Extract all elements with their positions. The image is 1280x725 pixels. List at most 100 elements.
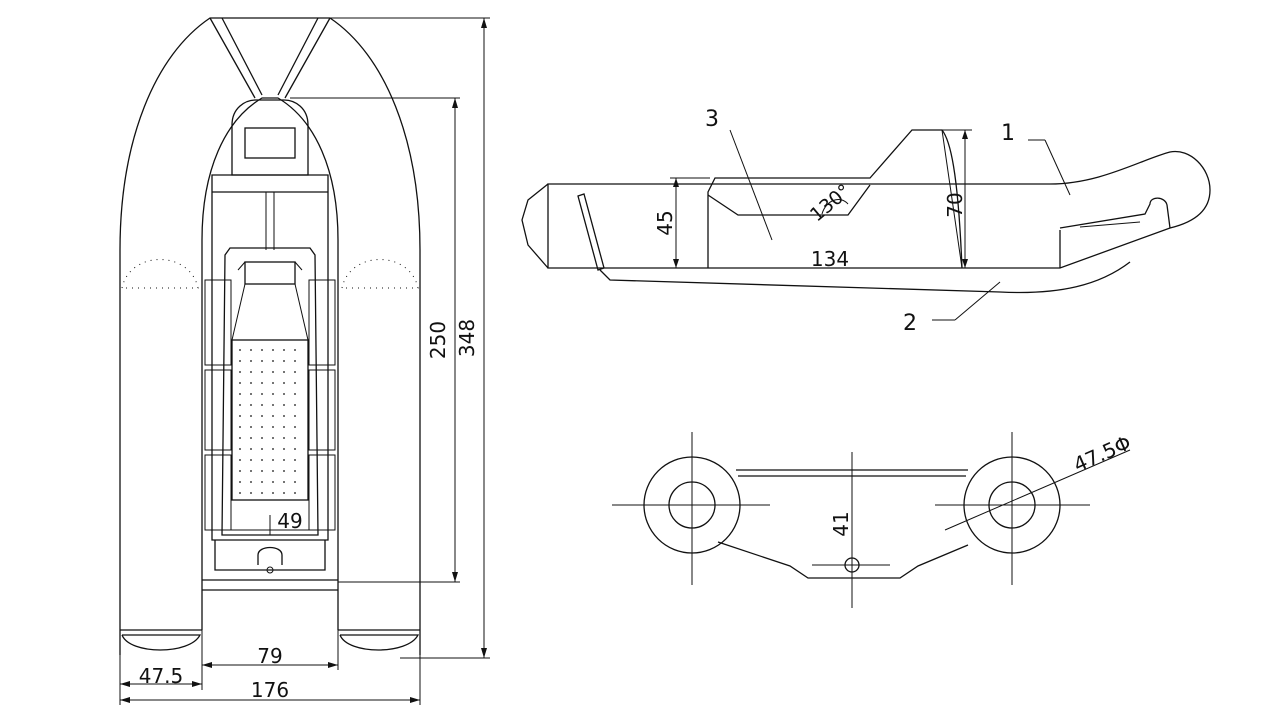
callout-3-leader [729,129,773,241]
dim-348-label: 348 [455,319,479,357]
floor-grid-dot [261,415,263,417]
floor-grid-dot [272,437,274,439]
dim-176-label: 176 [251,678,289,702]
floor-grid-dot [283,437,285,439]
floor-grid-dot [294,448,296,450]
floor-grid-dot [239,492,241,494]
callout-2: 2 [903,311,917,336]
bow-strut-left-b [221,17,263,96]
floor-grid-dot [294,481,296,483]
floor-grid-dot [261,459,263,461]
dim-70-label: 70 [943,192,967,217]
floor-grid-dot [261,371,263,373]
floor-grid-dot [272,415,274,417]
floor-grid-dot [283,360,285,362]
drain-plug [257,546,283,565]
tube-strip [1079,221,1141,228]
floor-grid-dot [272,470,274,472]
floor-grid-dot [294,415,296,417]
floor-grid-dot [261,470,263,472]
bow-strut-left [209,17,256,99]
floor-grid-dot [261,481,263,483]
floor-grid-dot [272,371,274,373]
floor-grid-dot [294,459,296,461]
floor-grid-dot [239,371,241,373]
floor-grid-dot [272,393,274,395]
floor-grid-dot [294,349,296,351]
transom-board [577,193,605,271]
floor-grid-dot [294,426,296,428]
floor-grid-dot [261,404,263,406]
floor-grid [231,339,309,501]
side-view: 45 70 134 130° 1 2 3 [521,107,1211,336]
floor-grid-dot [250,448,252,450]
floor-grid-dot [250,426,252,428]
floor-grid-dot [239,415,241,417]
floor-grid-dot [272,459,274,461]
floor-grid-dot [250,415,252,417]
floor-grid-dot [250,382,252,384]
floor-grid-dot [294,437,296,439]
floor-grid-dot [272,448,274,450]
floor-grid-dot [294,393,296,395]
floor-grid-dot [239,448,241,450]
floor-grid-dot [261,492,263,494]
floor-grid-dot [250,393,252,395]
transom-outline [214,540,326,571]
floor-grid-dot [261,382,263,384]
floor-grid-dot [283,481,285,483]
dim-79-label: 79 [257,644,282,668]
floor-grid-dot [294,492,296,494]
floor-grid-dot [283,426,285,428]
floor-grid-dot [250,349,252,351]
dim-47-5-phi-label: 47.5Φ [1070,430,1135,476]
floor-grid-dot [239,382,241,384]
hull-outline [119,17,421,630]
floor-grid-dot [250,470,252,472]
hull-bottom [599,261,1131,294]
floor-grid-dot [250,360,252,362]
floor-grid-dot [239,360,241,362]
floor-grid-dot [239,393,241,395]
floor-grid-dot [261,393,263,395]
floor-grid-dot [294,382,296,384]
floor-grid-dot [272,404,274,406]
floor-grid-dot [294,470,296,472]
angle-arc [821,199,849,215]
handle-dots-left [121,259,199,289]
floor-grid-dot [239,470,241,472]
floor-grid-dot [250,459,252,461]
section-view: 41 47.5Φ [612,430,1135,608]
hull-bottom-edge [119,630,421,655]
floor-grid-dot [272,360,274,362]
floor-grid-dot [272,481,274,483]
dim-49-label: 49 [277,509,302,533]
floor-grid-dot [294,371,296,373]
seat-frame [231,261,309,341]
side-view-arrows [673,130,968,268]
console-edge [941,129,963,269]
floor-grid-dot [250,492,252,494]
drain-hole [266,566,274,574]
floor-grid-dot [239,426,241,428]
floor-grid-dot [239,349,241,351]
floor-grid-dot [283,459,285,461]
floor-outline [211,174,329,541]
floor-grid-dot [283,371,285,373]
floor-grid-dot [261,349,263,351]
floor-grid-dot [283,415,285,417]
floor-grid-dot [283,393,285,395]
floor-grid-dot [272,382,274,384]
stern-cone-left [120,629,202,651]
floor-grid-dot [294,404,296,406]
floor-grid-dot [239,437,241,439]
floor-grid-dot [272,349,274,351]
bow-seat [244,261,296,285]
top-view: 348 250 176 79 47.5 49 [119,17,490,705]
callout-2-leader-b [954,281,1001,321]
floor-grid-dot [239,404,241,406]
floor-side-panels [204,279,336,531]
callout-1: 1 [1001,121,1015,146]
floor-board [221,247,319,536]
